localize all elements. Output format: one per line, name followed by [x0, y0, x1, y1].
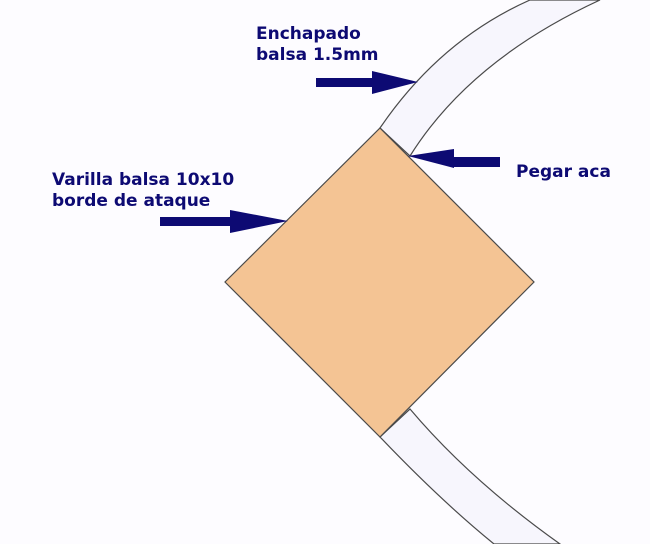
glue-label: Pegar aca	[516, 162, 611, 183]
veneer-sheet-lower	[379, 408, 562, 544]
arrow-to-dowel	[160, 210, 288, 233]
arrow-to-glue-joint	[408, 149, 500, 168]
dowel-label: Varilla balsa 10x10 borde de ataque	[52, 170, 234, 212]
balsa-dowel-square	[224, 127, 535, 438]
arrow-to-veneer	[316, 71, 418, 94]
veneer-label-line2: balsa 1.5mm	[256, 45, 379, 65]
dowel-label-line2: borde de ataque	[52, 191, 211, 211]
veneer-label-line1: Enchapado	[256, 24, 361, 44]
glue-label-text: Pegar aca	[516, 162, 611, 182]
veneer-label: Enchapado balsa 1.5mm	[256, 24, 379, 66]
dowel-label-line1: Varilla balsa 10x10	[52, 170, 235, 190]
veneer-sheet-upper	[379, 0, 601, 157]
